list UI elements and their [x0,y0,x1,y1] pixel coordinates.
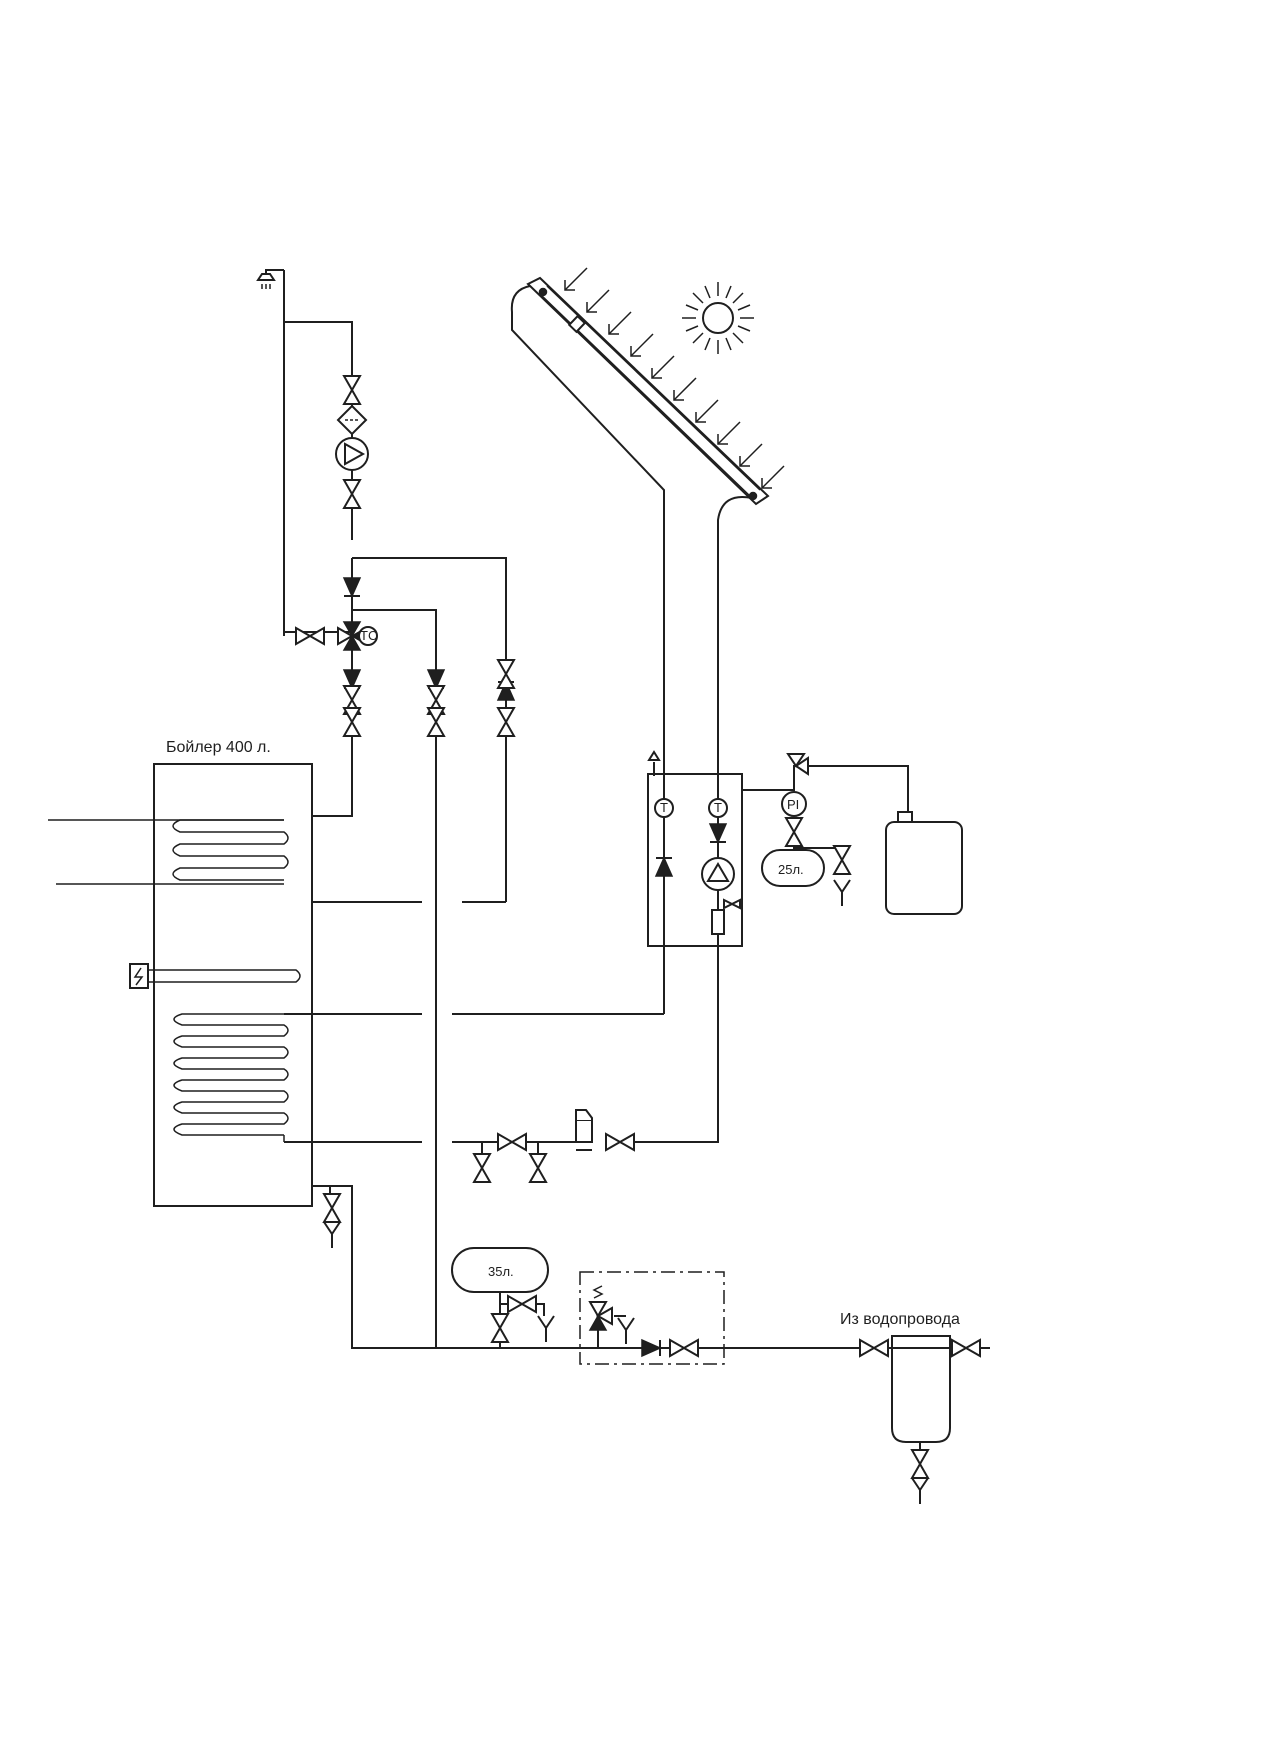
safety-valve-solar[interactable] [786,753,809,776]
thermostatic-mixing-valve[interactable]: TC [337,621,378,651]
valve-mix-bypass[interactable] [295,627,325,645]
valve-lower-drain-1[interactable] [473,1153,491,1183]
solar-collector [526,276,770,506]
air-separator[interactable] [575,1109,593,1151]
thermometer-return: T [654,798,674,818]
valve-cold-riser-2[interactable] [427,707,445,737]
tank-35-label: 35л. [488,1264,514,1279]
safety-valve-cold[interactable] [588,1285,613,1331]
sun-rays [564,267,785,489]
valve-recirc-bottom[interactable] [343,479,361,509]
valve-recirc-return-2[interactable] [497,707,515,737]
valve-recirc-top[interactable] [343,375,361,405]
collector-return-pipe [510,285,665,1014]
air-vent[interactable] [647,750,661,776]
water-supply-label: Из водопровода [840,1311,960,1328]
thermometer-flow: T [708,798,728,818]
flow-meter [711,898,741,935]
drain-tank-35 [537,1315,555,1343]
thermostat-label: TC [360,628,377,643]
valve-safety-group[interactable] [669,1339,699,1357]
pressure-gauge: PI [781,791,807,817]
check-valve-solar-return[interactable] [655,857,673,877]
thermometer-label-1: T [660,800,668,815]
tank-25-label: 25л. [778,862,804,877]
pressure-gauge-label: PI [787,797,799,812]
sun-icon [682,282,754,354]
drain-boiler [323,1221,341,1249]
expansion-tank-35: 35л. [451,1247,549,1293]
valve-supply-2[interactable] [951,1339,981,1357]
drain-solar [833,879,851,907]
antifreeze-canister [885,811,963,915]
boiler-label: Бойлер 400 л. [166,739,271,756]
drain-safety [617,1317,635,1345]
circulation-pump-solar[interactable] [701,857,735,891]
collector-flow-pipe [633,496,753,1143]
valve-lower-1[interactable] [497,1133,527,1151]
lightning-icon [133,967,144,986]
valve-boiler-drain[interactable] [323,1193,341,1223]
boiler-connection-lines [284,652,664,1143]
valve-lower-2[interactable] [605,1133,635,1151]
solar-pump-station [647,773,743,947]
drain-filter [911,1477,929,1505]
valve-tank-35[interactable] [491,1313,509,1343]
check-valve-cold-inlet[interactable] [641,1339,661,1357]
valve-filter-drain[interactable] [911,1449,929,1479]
boiler-lower-coil [173,1013,289,1142]
valve-recirc-return-1[interactable] [497,659,515,689]
valve-lower-drain-2[interactable] [529,1153,547,1183]
valve-expansion-solar[interactable] [785,817,803,847]
safety-group-box [579,1271,725,1365]
water-filter [891,1335,951,1443]
check-valve-mix-top[interactable] [343,577,361,597]
circulation-pump-dhw[interactable] [335,437,369,471]
hot-water-outlet-pipe [312,700,353,817]
valve-drain-solar[interactable] [833,845,851,875]
thermometer-label-2: T [714,800,722,815]
filter[interactable] [336,404,368,436]
valve-supply-1[interactable] [859,1339,889,1357]
valve-tank-35-drain[interactable] [507,1295,537,1313]
shower-icon [256,269,284,289]
valve-mix-low-2[interactable] [343,707,361,737]
boiler-tank: Бойлер 400 л. [153,739,313,1207]
boiler-upper-coil [48,819,289,885]
check-valve-solar-flow[interactable] [709,823,727,843]
electric-heater [129,963,301,989]
expansion-tank-25: 25л. [761,849,825,887]
